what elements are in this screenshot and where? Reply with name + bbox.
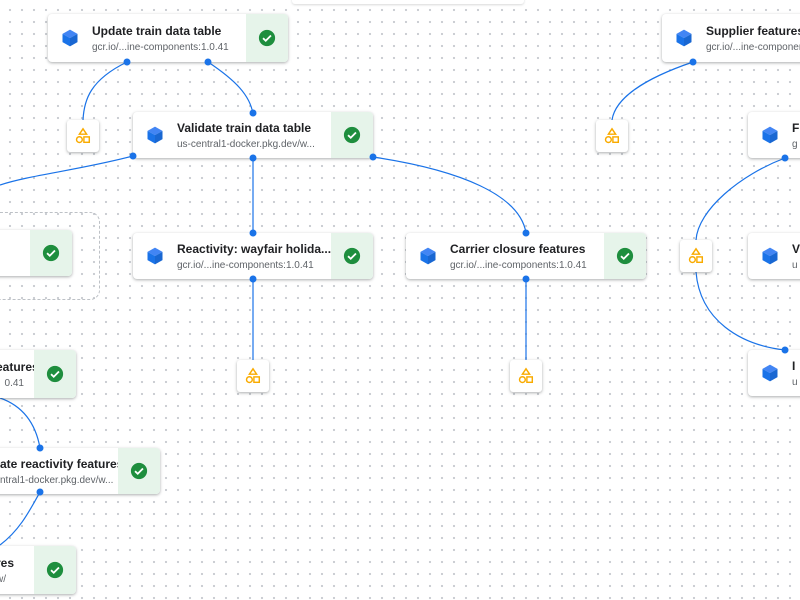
node-subtitle: u [792, 376, 798, 388]
port-dot [36, 488, 44, 496]
node-subtitle: gcr.io/...ine-components:1.0.41 [177, 259, 314, 271]
check-circle-icon [343, 126, 361, 144]
node-right-1[interactable]: F g [748, 112, 800, 158]
artifact-shapes-icon [75, 127, 91, 144]
artifact-shapes-icon [604, 127, 620, 144]
node-left-features-b[interactable]: res w/ [0, 546, 76, 594]
node-title: res [0, 555, 15, 570]
port-dot [249, 154, 257, 162]
node-left-reactivity-features[interactable]: ate reactivity features ntral1-docker.pk… [0, 448, 160, 494]
check-circle-icon [46, 365, 64, 383]
node-title: eatures [0, 359, 34, 374]
node-right-3[interactable]: I u [748, 350, 800, 396]
edge-left-features-to-reactivity [0, 397, 41, 449]
status-succeeded [118, 448, 160, 494]
edge-update-to-validate [207, 61, 254, 115]
node-title: Update train data table [92, 23, 222, 38]
port-dot [249, 109, 257, 117]
port-dot [204, 58, 212, 66]
node-left-group[interactable] [0, 230, 72, 276]
port-dot [249, 275, 257, 283]
artifact-shapes-icon [245, 367, 261, 384]
node-update-train-data-table[interactable]: Update train data table gcr.io/...ine-co… [48, 14, 288, 62]
status-succeeded [246, 14, 288, 62]
node-subtitle: gcr.io/...ine-components:1.0.41 [706, 41, 800, 53]
top-node-edge[interactable] [292, 0, 524, 4]
status-succeeded [331, 112, 373, 158]
check-circle-icon [343, 247, 361, 265]
node-title: Validate train data table [177, 120, 312, 135]
port-dot [369, 153, 377, 161]
node-left-features-a[interactable]: eatures 0.41 [0, 350, 76, 398]
node-validate-train-data-table[interactable]: Validate train data table us-central1-do… [133, 112, 373, 158]
artifact-shapes-icon [688, 247, 704, 264]
port-dot [249, 229, 257, 237]
artifact-node[interactable] [510, 360, 542, 392]
node-title: I [792, 358, 796, 373]
node-right-2[interactable]: V u [748, 233, 800, 279]
port-dot [522, 229, 530, 237]
node-subtitle: w/ [0, 573, 6, 585]
status-succeeded [604, 233, 646, 279]
node-title: Carrier closure features [450, 241, 586, 256]
sub-dag-group[interactable] [0, 212, 100, 300]
artifact-node[interactable] [67, 120, 99, 152]
edge-right-to-artifact-2 [695, 271, 786, 351]
status-succeeded [331, 233, 373, 279]
cube-icon [748, 233, 792, 279]
node-title: Reactivity: wayfair holida... [177, 241, 331, 256]
node-title: Supplier features [706, 23, 800, 38]
node-subtitle: gcr.io/...ine-components:1.0.41 [450, 259, 587, 271]
edge-update-to-artifact [82, 61, 128, 121]
artifact-node[interactable] [596, 120, 628, 152]
edge-left-reactivity-to-features [0, 491, 41, 546]
node-subtitle: g [792, 138, 798, 150]
node-title: ate reactivity features [0, 456, 118, 471]
node-reactivity-wayfair[interactable]: Reactivity: wayfair holida... gcr.io/...… [133, 233, 373, 279]
status-succeeded [30, 230, 72, 276]
cube-icon [133, 233, 177, 279]
port-dot [689, 58, 697, 66]
cube-icon [748, 350, 792, 396]
cube-icon [133, 112, 177, 158]
artifact-shapes-icon [518, 367, 534, 384]
node-subtitle: 0.41 [4, 377, 24, 389]
check-circle-icon [46, 561, 64, 579]
edge-supplier-to-artifact [611, 61, 694, 121]
status-succeeded [34, 546, 76, 594]
edge-right-to-artifact-1 [695, 157, 786, 241]
artifact-node[interactable] [680, 240, 712, 272]
port-dot [36, 444, 44, 452]
check-circle-icon [42, 244, 60, 262]
status-succeeded [34, 350, 76, 398]
cube-icon [662, 14, 706, 62]
cube-icon [406, 233, 450, 279]
port-dot [129, 152, 137, 160]
node-title: F [792, 120, 800, 135]
port-dot [123, 58, 131, 66]
port-dot [781, 346, 789, 354]
cube-icon [48, 14, 92, 62]
node-supplier-features[interactable]: Supplier features gcr.io/...ine-componen… [662, 14, 800, 62]
edge-validate-to-carrier [372, 156, 527, 234]
artifact-node[interactable] [237, 360, 269, 392]
node-subtitle: u [792, 259, 798, 271]
check-circle-icon [258, 29, 276, 47]
check-circle-icon [616, 247, 634, 265]
node-subtitle: gcr.io/...ine-components:1.0.41 [92, 41, 229, 53]
check-circle-icon [130, 462, 148, 480]
node-carrier-closure-features[interactable]: Carrier closure features gcr.io/...ine-c… [406, 233, 646, 279]
edge-validate-to-left [0, 155, 134, 186]
cube-icon [748, 112, 792, 158]
node-subtitle: ntral1-docker.pkg.dev/w... [0, 474, 114, 486]
port-dot [522, 275, 530, 283]
node-subtitle: us-central1-docker.pkg.dev/w... [177, 138, 315, 150]
port-dot [781, 154, 789, 162]
node-title: V [792, 241, 800, 256]
